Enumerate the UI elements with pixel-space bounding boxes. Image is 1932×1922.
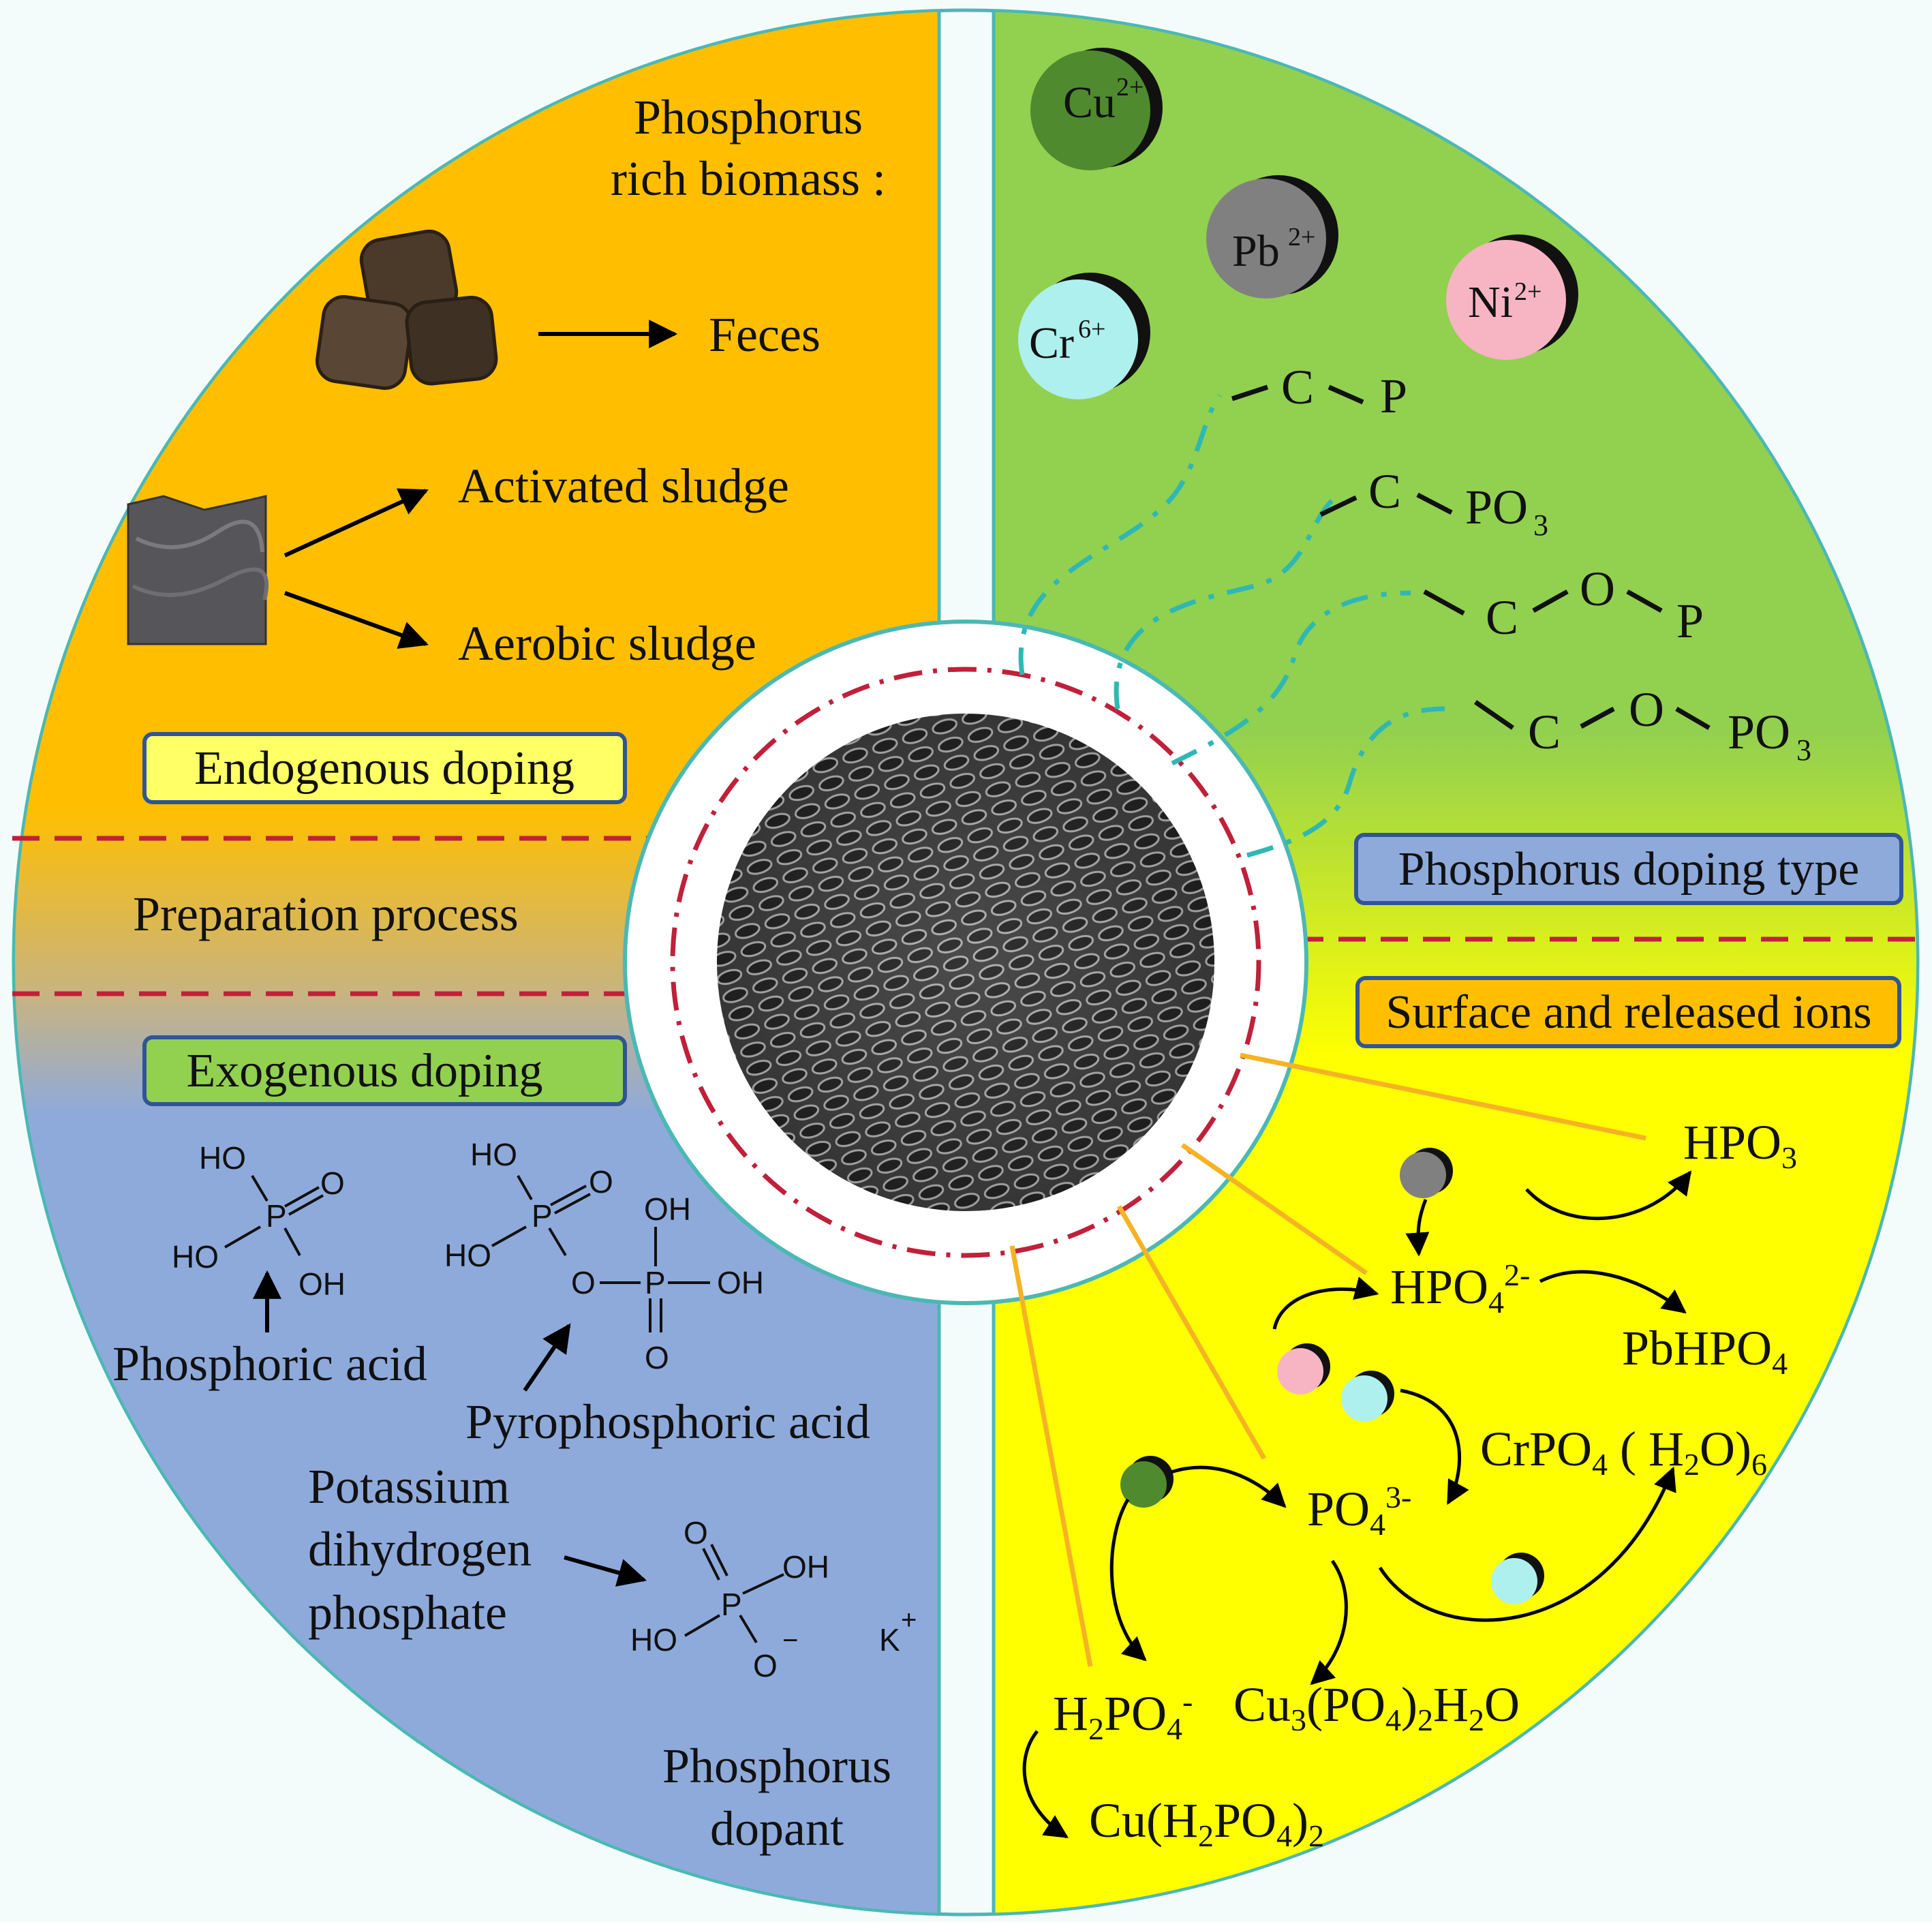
atom-ho: HO [199,1140,246,1176]
aerobic-sludge-label: Aerobic sludge [458,616,756,671]
atom-oh: OH [782,1549,829,1585]
atom-o: O [645,1340,669,1375]
group-sub3: 3 [1796,733,1811,767]
dopant-line2: dopant [710,1801,844,1856]
h2po4-label: H2PO4- [1053,1684,1193,1746]
svg-text:2+: 2+ [1514,277,1542,306]
group-o: O [1580,562,1615,616]
ion-cr: Cr 6+ [1018,273,1150,399]
svg-text:Ni: Ni [1468,277,1513,327]
group-c: C [1368,464,1401,519]
small-ion-cu [1120,1456,1174,1508]
potassium-line3: phosphate [308,1585,507,1640]
pyrophosphoric-acid-structure [491,1175,710,1332]
atom-o: O [753,1648,778,1683]
doping-bonds [1231,384,1711,731]
surface-released-box: Surface and released ions [1355,976,1901,1048]
group-po: PO [1465,480,1528,534]
group-c: C [1281,360,1314,414]
small-ion-pb [1400,1148,1453,1198]
group-o: O [1629,682,1664,737]
atom-o: O [589,1164,613,1200]
exogenous-doping-label: Exogenous doping [186,1045,542,1097]
atom-p: P [266,1198,287,1234]
ion-pb: Pb 2+ [1206,175,1338,299]
svg-text:Cr: Cr [1029,318,1074,368]
endogenous-doping-box: Endogenous doping [142,732,627,804]
svg-text:6+: 6+ [1078,315,1105,344]
biomass-title-line1: Phosphorus [634,90,863,144]
orange-connectors [1009,1052,1646,1667]
atom-ho: HO [630,1622,677,1658]
atom-ho: HO [444,1238,491,1273]
group-p: P [1676,594,1704,648]
charge-plus: + [901,1605,917,1635]
svg-text:2+: 2+ [1288,223,1315,251]
group-po: PO [1728,705,1790,759]
group-c: C [1528,705,1561,759]
group-sub3: 3 [1533,508,1548,542]
kh2po4-structure [684,1544,784,1644]
cuh2po4-label: Cu(H2PO4)2 [1089,1793,1324,1853]
ion-cu: Cu 2+ [1030,48,1163,170]
group-p: P [1380,369,1407,423]
teal-tethers [1018,393,1445,858]
hpo4-label: HPO42- [1390,1257,1530,1320]
sem-micrograph [717,714,1214,1211]
ion-ni: Ni 2+ [1446,234,1578,360]
crpo4-label: CrPO4 ( H2O)6 [1480,1422,1767,1482]
hpo3-label: HPO3 [1683,1115,1797,1175]
phosphoric-acid-label: Phosphoric acid [112,1337,427,1391]
atom-o: O [320,1165,345,1201]
atom-ho: HO [470,1137,517,1172]
atom-o: O [684,1515,708,1551]
group-c: C [1486,590,1518,645]
feces-label: Feces [709,307,821,362]
svg-text:Pb: Pb [1232,226,1280,276]
small-ion-ni [1277,1343,1330,1394]
center-dashdot-ring [670,667,1261,1258]
atom-p: P [645,1265,666,1300]
small-ion-cr2 [1491,1553,1544,1604]
po4-label: PO43- [1307,1480,1411,1542]
svg-text:2+: 2+ [1116,73,1144,102]
atom-p: P [532,1198,553,1234]
pbhpo4-label: PbHPO4 [1622,1321,1788,1381]
sludge-image [127,495,269,645]
exogenous-doping-box: Exogenous doping [142,1035,627,1106]
svg-text:Cu: Cu [1063,78,1116,127]
charge-minus: − [782,1626,798,1656]
phosphoric-acid-structure [224,1174,324,1256]
atom-k: K [879,1622,900,1658]
surface-released-label: Surface and released ions [1385,986,1871,1039]
preparation-process-label: Preparation process [133,887,519,941]
atom-oh: OH [717,1265,764,1300]
potassium-line1: Potassium [308,1459,510,1514]
biomass-title-line2: rich biomass : [611,151,886,206]
reaction-arrows [1022,1170,1692,1839]
phosphorus-doping-type-box: Phosphorus doping type [1354,833,1903,905]
endogenous-doping-label: Endogenous doping [194,742,574,795]
atom-p: P [721,1587,742,1622]
atom-oh: OH [298,1266,346,1302]
atom-o: O [571,1265,596,1300]
dopant-line1: Phosphorus [662,1739,891,1793]
small-ion-cr [1341,1371,1394,1422]
activated-sludge-label: Activated sludge [458,459,789,513]
pyrophosphoric-acid-label: Pyrophosphoric acid [465,1394,870,1449]
potassium-line2: dihydrogen [308,1522,532,1576]
cu3po4-label: Cu3(PO4)2H2O [1233,1677,1520,1737]
atom-ho: HO [172,1239,219,1275]
phosphorus-doping-type-label: Phosphorus doping type [1398,843,1860,896]
feces-image [315,229,498,391]
atom-oh: OH [644,1191,691,1227]
